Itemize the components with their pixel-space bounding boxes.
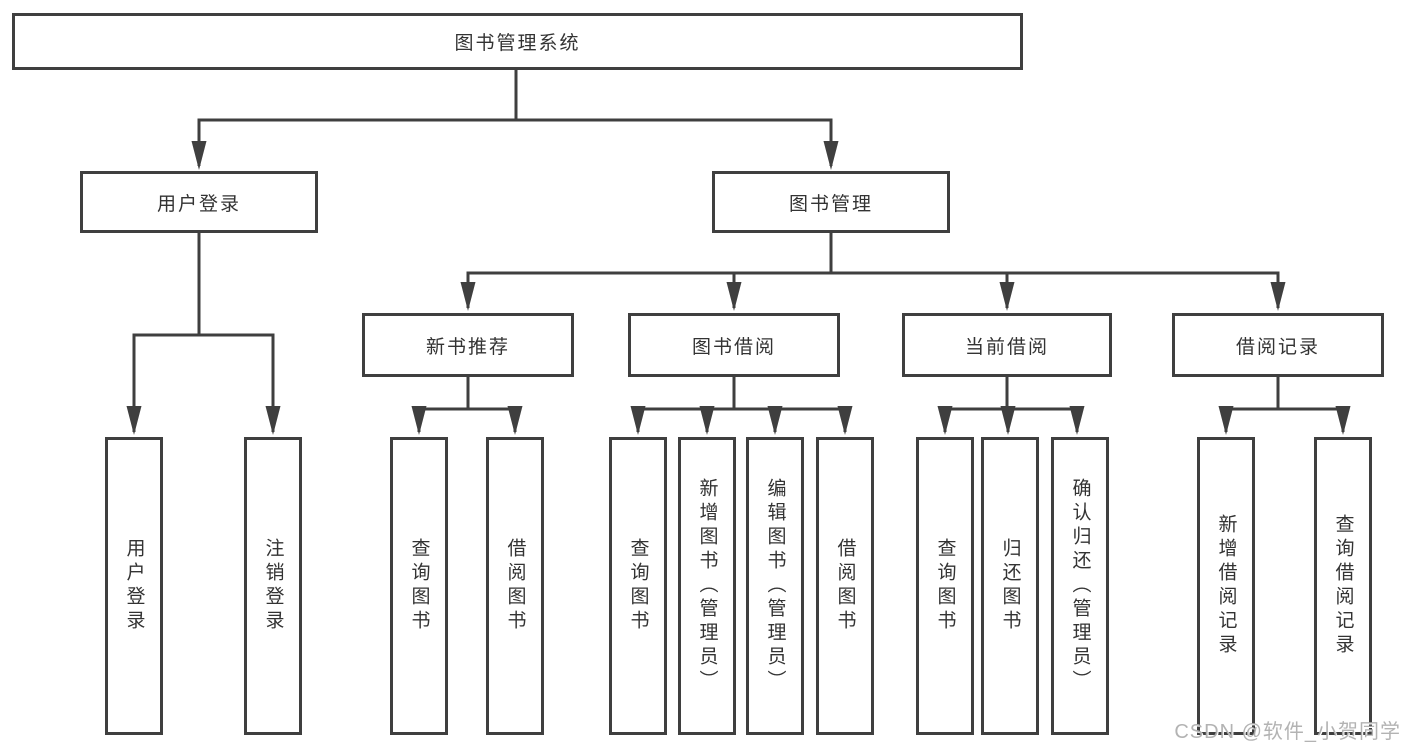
node-leaf-user-login: 用户登录 (105, 437, 163, 735)
node-new-book-recommendation: 新书推荐 (362, 313, 574, 377)
node-library-management-system: 图书管理系统 (12, 13, 1023, 70)
node-label: 查询图书 (408, 538, 430, 634)
node-label: 图书借阅 (691, 336, 776, 358)
node-leaf-return-books: 归还图书 (981, 437, 1039, 735)
node-user-login-branch: 用户登录 (80, 171, 318, 233)
node-label: 编辑图书（管理员） (764, 478, 786, 694)
node-leaf-query-books-3: 查询图书 (916, 437, 974, 735)
csdn-watermark: CSDN @软件_小贺同学 (1174, 721, 1401, 743)
node-label: 图书管理系统 (454, 33, 581, 54)
node-leaf-confirm-return-admin: 确认归还（管理员） (1051, 437, 1109, 735)
node-label: 注销登录 (262, 538, 284, 634)
node-label: 用户登录 (123, 538, 145, 634)
node-leaf-borrow-books-2: 借阅图书 (816, 437, 874, 735)
node-leaf-query-borrow-record: 查询借阅记录 (1314, 437, 1372, 735)
node-label: 新增借阅记录 (1215, 514, 1237, 658)
node-label: 新增图书（管理员） (696, 478, 718, 694)
node-leaf-add-borrow-record: 新增借阅记录 (1197, 437, 1255, 735)
node-label: 查询图书 (627, 538, 649, 634)
node-leaf-borrow-books-1: 借阅图书 (486, 437, 544, 735)
node-borrowing-records: 借阅记录 (1172, 313, 1384, 377)
node-leaf-query-books-2: 查询图书 (609, 437, 667, 735)
node-label: 确认归还（管理员） (1069, 478, 1091, 694)
node-label: 新书推荐 (425, 336, 510, 358)
node-label: 借阅图书 (504, 538, 526, 634)
node-label: 查询图书 (934, 538, 956, 634)
node-label: 借阅记录 (1235, 336, 1320, 358)
node-label: 查询借阅记录 (1332, 514, 1354, 658)
node-label: 用户登录 (156, 193, 241, 215)
node-leaf-logout: 注销登录 (244, 437, 302, 735)
node-leaf-edit-books-admin: 编辑图书（管理员） (746, 437, 804, 735)
node-label: 图书管理 (788, 193, 873, 215)
node-book-borrowing: 图书借阅 (628, 313, 840, 377)
node-leaf-add-books-admin: 新增图书（管理员） (678, 437, 736, 735)
node-label: 当前借阅 (964, 336, 1049, 358)
node-current-borrowing: 当前借阅 (902, 313, 1112, 377)
node-label: 归还图书 (999, 538, 1021, 634)
node-leaf-query-books-1: 查询图书 (390, 437, 448, 735)
node-label: 借阅图书 (834, 538, 856, 634)
node-book-management-branch: 图书管理 (712, 171, 950, 233)
